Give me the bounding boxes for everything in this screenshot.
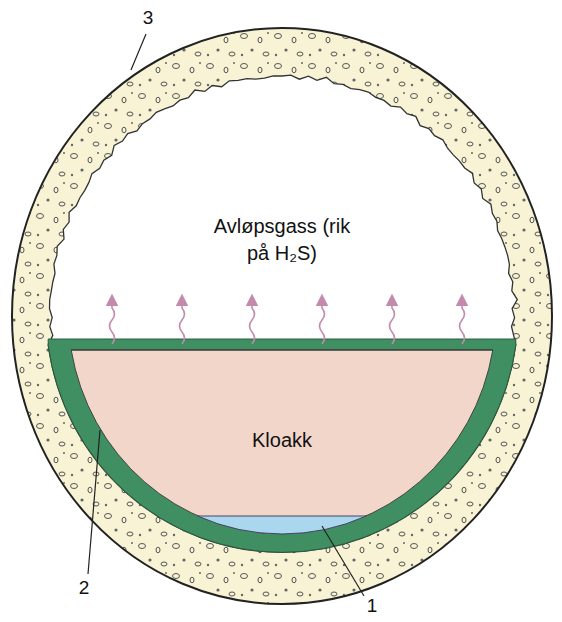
leader-line	[131, 34, 146, 70]
leader-line	[88, 430, 100, 574]
callout-number: 1	[367, 595, 378, 617]
region-label: Kloakk	[202, 427, 362, 454]
gas-arrow	[180, 300, 185, 344]
leader-line	[322, 526, 364, 596]
gas-arrow	[320, 300, 325, 344]
callout-number: 3	[143, 7, 154, 29]
pipe-interior: Avløpsgass (rik på H₂S) Kloakk	[12, 28, 552, 605]
slime-layer	[48, 339, 516, 552]
concrete-wall	[12, 28, 552, 604]
corroded-crown	[48, 75, 517, 552]
gas-arrow	[390, 300, 395, 344]
sediment	[198, 516, 367, 534]
callout-number: 2	[79, 577, 90, 599]
gas-arrows	[110, 300, 465, 344]
gas-arrow	[250, 300, 255, 344]
water-line	[71, 349, 493, 350]
region-label: Avløpsgass (rik på H₂S)	[212, 213, 352, 267]
gas-arrow	[110, 300, 115, 344]
sewage-region: Kloakk	[71, 350, 501, 540]
sewage-fill	[71, 350, 493, 534]
gas-arrow	[460, 300, 465, 344]
